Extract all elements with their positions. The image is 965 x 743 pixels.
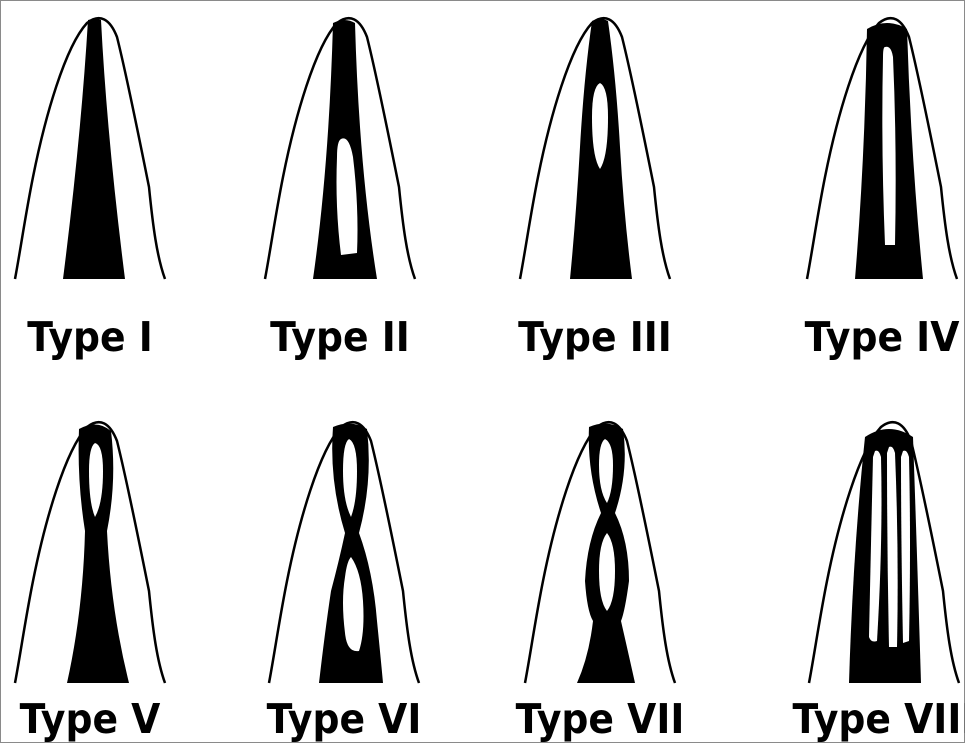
type-2-figure: Type II <box>265 17 415 277</box>
type-4-figure: Type IV <box>807 17 957 277</box>
tooth-type-7 <box>525 421 675 681</box>
type-8-label: Type VIII <box>778 697 965 741</box>
type-3-label: Type III <box>489 315 701 359</box>
type-5-figure: Type V <box>15 421 165 681</box>
type-6-label: Type VI <box>238 697 450 741</box>
type-7-label: Type VII <box>494 697 706 741</box>
tooth-type-2 <box>265 17 415 277</box>
tooth-type-3 <box>520 17 670 277</box>
type-8-figure: Type VIII <box>809 421 959 681</box>
type-2-label: Type II <box>234 315 446 359</box>
tooth-type-1 <box>15 17 165 277</box>
type-1-figure: Type I <box>15 17 165 277</box>
type-5-label: Type V <box>0 697 196 741</box>
tooth-type-6 <box>269 421 419 681</box>
type-1-label: Type I <box>0 315 196 359</box>
tooth-type-4 <box>807 17 957 277</box>
tooth-type-5 <box>15 421 165 681</box>
type-7-figure: Type VII <box>525 421 675 681</box>
type-4-label: Type IV <box>776 315 965 359</box>
tooth-type-8 <box>809 421 959 681</box>
type-6-figure: Type VI <box>269 421 419 681</box>
type-3-figure: Type III <box>520 17 670 277</box>
